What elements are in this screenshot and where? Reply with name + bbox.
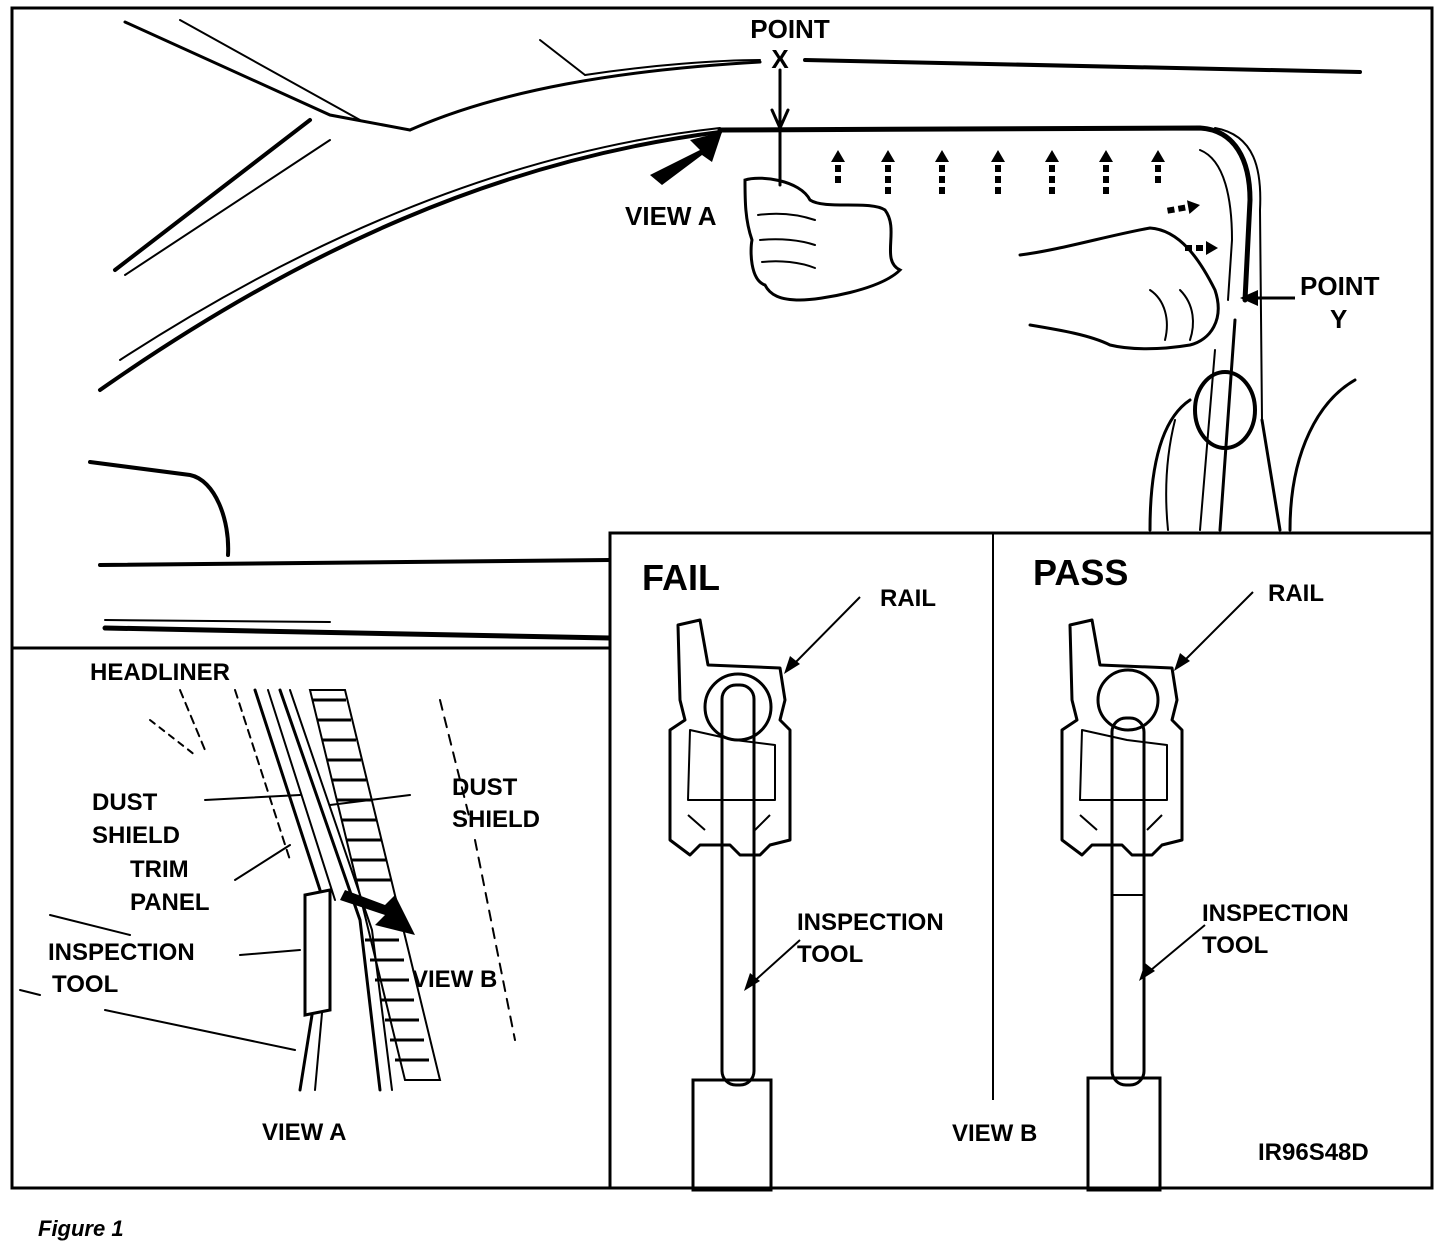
- inspection-tool-fail-label-1: INSPECTION: [797, 909, 944, 936]
- rail-fail-label: RAIL: [880, 585, 936, 612]
- figure-caption: Figure 1: [38, 1216, 124, 1241]
- view-b-leaders: [749, 591, 1254, 986]
- point-y-arrow: [1240, 290, 1295, 306]
- fail-inspection-tool: [691, 683, 773, 1192]
- dust-shield-left-label-1: DUST: [92, 789, 158, 816]
- dust-shield-left-label-2: SHIELD: [92, 822, 180, 849]
- inspection-tool-left-label-1: INSPECTION: [48, 939, 195, 966]
- inspection-tool-left-label-2: TOOL: [52, 971, 118, 998]
- point-y-letter: Y: [1330, 304, 1347, 334]
- view-b-panel-frame: [608, 531, 1434, 1190]
- fail-rail-drawing: [668, 618, 792, 857]
- view-a-top-label: VIEW A: [625, 201, 717, 231]
- view-a-bottom-label: VIEW A: [262, 1119, 346, 1146]
- rail-pass-label: RAIL: [1268, 580, 1324, 607]
- dust-shield-right-label-1: DUST: [452, 774, 518, 801]
- headliner-label: HEADLINER: [90, 659, 230, 686]
- check-path-arrows: [831, 150, 1218, 255]
- view-b-leader-heads: [744, 653, 1190, 991]
- trim-panel-label-2: PANEL: [130, 889, 210, 916]
- view-b-arrow: [340, 890, 415, 935]
- view-b-bottom-label: VIEW B: [952, 1120, 1037, 1147]
- inspection-tool-pass-label-1: INSPECTION: [1202, 900, 1349, 927]
- view-a-detail-drawing: [19, 688, 516, 1092]
- pass-inspection-tool: [1086, 716, 1162, 1192]
- inspection-tool-pass-label-2: TOOL: [1202, 932, 1268, 959]
- fail-label: FAIL: [642, 557, 720, 598]
- dust-shield-ribs: [312, 698, 429, 1062]
- point-x-label: POINT: [750, 14, 830, 44]
- inspection-tool-fail-label-2: TOOL: [797, 941, 863, 968]
- pass-rail-drawing: [1060, 618, 1184, 857]
- vehicle-roof-drawing: [88, 19, 1362, 641]
- dust-shield-right-label-2: SHIELD: [452, 806, 540, 833]
- view-a-arrow: [650, 132, 722, 185]
- pass-label: PASS: [1033, 552, 1128, 593]
- view-b-arrow-label: VIEW B: [412, 966, 497, 993]
- figure-id-label: IR96S48D: [1258, 1139, 1369, 1166]
- point-x-letter: X: [771, 44, 789, 74]
- trim-panel-label-1: TRIM: [130, 856, 189, 883]
- point-y-label: POINT: [1300, 271, 1380, 301]
